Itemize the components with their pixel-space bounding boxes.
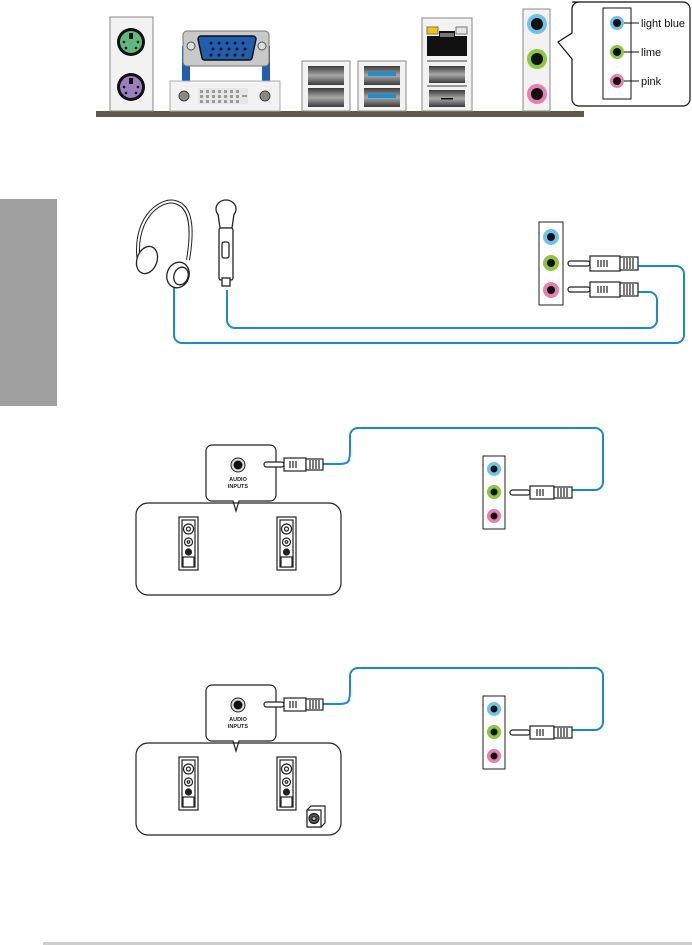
headphone-mic-diagram xyxy=(135,199,685,344)
speaker-cable xyxy=(323,427,604,491)
audio-jack-pink xyxy=(527,84,547,104)
microphone-cable xyxy=(226,290,658,329)
speaker-group-frame xyxy=(135,742,342,836)
right-speaker-icon xyxy=(276,756,297,811)
usb3-port-stack xyxy=(357,60,407,112)
callout-label-pink: pink xyxy=(641,76,662,88)
usb2-port-stack xyxy=(301,60,351,112)
speaker-group-frame xyxy=(135,502,342,596)
audio-jack-lime xyxy=(527,49,547,69)
ps2-port-stack xyxy=(109,16,154,112)
audio-inputs-label-line1: AUDIO xyxy=(229,477,247,483)
two-one-speaker-diagram: AUDIO INPUTS xyxy=(135,667,604,836)
stereo-speaker-diagram: AUDIO INPUTS xyxy=(135,427,604,596)
audio-jack-stack xyxy=(482,695,506,770)
callout-label-light-blue: light blue xyxy=(641,18,685,30)
audio-jack-stack xyxy=(538,221,564,306)
left-speaker-icon xyxy=(178,516,199,571)
audio-jack-stack xyxy=(482,455,506,530)
audio-inputs-label-line2: INPUTS xyxy=(228,724,249,730)
audio-plug-pink xyxy=(567,281,639,298)
headphone-cable xyxy=(173,265,685,344)
audio-input-callout: AUDIO INPUTS xyxy=(205,684,277,754)
subwoofer-icon xyxy=(306,805,326,828)
callout-label-lime: lime xyxy=(641,47,661,59)
right-speaker-icon xyxy=(276,516,297,571)
ps2-keyboard-port xyxy=(117,28,145,56)
footer-rule xyxy=(43,942,692,945)
dvi-port xyxy=(169,80,281,112)
audio-inputs-label-line1: AUDIO xyxy=(229,717,247,723)
left-speaker-icon xyxy=(178,756,199,811)
audio-plug-speaker-input xyxy=(263,697,324,712)
rear-panel-diagram: light blue lime pink xyxy=(96,1,691,117)
audio-plug-lime xyxy=(567,255,639,272)
audio-jack-stack xyxy=(522,8,551,112)
audio-jack-callout: light blue lime pink xyxy=(557,1,691,107)
microphone-icon xyxy=(215,199,237,287)
headphone-icon xyxy=(135,199,193,289)
rear-panel-base-plate xyxy=(96,111,584,117)
ps2-mouse-port xyxy=(117,73,145,101)
audio-jack-light-blue xyxy=(527,14,547,34)
audio-plug-speaker-input xyxy=(263,457,324,472)
audio-inputs-label-line2: INPUTS xyxy=(228,484,249,490)
audio-input-callout: AUDIO INPUTS xyxy=(205,444,277,514)
chapter-side-tab xyxy=(0,199,57,406)
speaker-cable xyxy=(323,667,604,731)
audio-plug-lime xyxy=(509,485,573,500)
audio-plug-lime xyxy=(509,725,573,740)
lan-usb-port-stack xyxy=(421,17,473,112)
vga-port xyxy=(182,30,270,82)
